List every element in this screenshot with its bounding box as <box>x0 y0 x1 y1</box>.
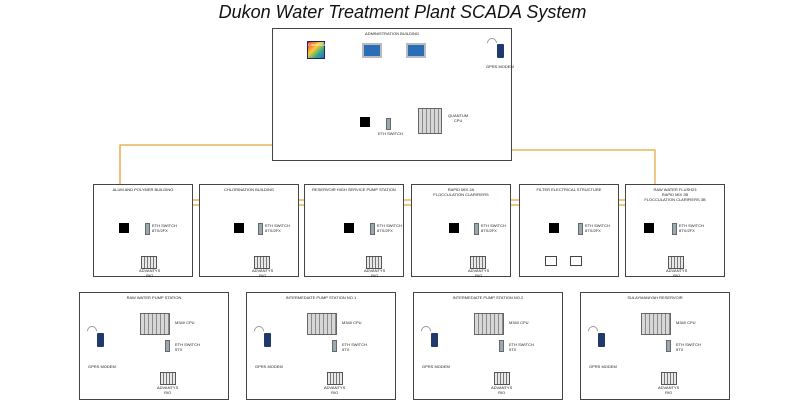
switch-label: ETH SWITCH 8TX/2FX <box>377 223 402 233</box>
fiber-media-converter <box>344 223 354 233</box>
admin-modem-label: GPRS MODEM <box>486 64 514 69</box>
quantum-cpu-rack <box>418 108 442 134</box>
field-instrument-icon <box>545 256 557 266</box>
eth-switch-icon <box>578 223 583 235</box>
admin-building-label: ADMINISTRATION BUILDING <box>365 31 419 36</box>
station-box-intermediate-1: INTERMEDIATE PUMP STATION NO.1 <box>246 292 396 400</box>
fiber-media-converter <box>360 117 370 127</box>
advantys-rio-icon <box>668 256 684 269</box>
diagram-title: Dukon Water Treatment Plant SCADA System <box>218 2 587 22</box>
m340-cpu-rack <box>474 313 504 335</box>
switch-label: ETH SWITCH 5TX <box>175 342 200 352</box>
station-label: RAPID MIX 2A FLOCCULATION CLARIFIERS <box>433 187 489 197</box>
rio-label: ADVANTYS RIO <box>139 268 161 278</box>
eth-switch-icon <box>165 340 170 352</box>
advantys-rio-icon <box>141 256 157 269</box>
advantys-rio-icon <box>470 256 486 269</box>
fiber-media-converter <box>234 223 244 233</box>
modem-label: GPRS MODEM <box>589 364 617 369</box>
m340-cpu-rack <box>641 313 671 335</box>
gprs-modem-icon <box>497 44 504 58</box>
station-box-chlorination: CHLORINATION BUILDING <box>199 184 299 277</box>
rio-label: ADVANTYS RIO <box>252 268 274 278</box>
switch-label: ETH SWITCH 5TX <box>509 342 534 352</box>
station-box-filter-electrical: FILTER ELECTRICAL STRUCTURE <box>519 184 619 277</box>
fiber-media-converter <box>549 223 559 233</box>
switch-label: ETH SWITCH 5TX <box>342 342 367 352</box>
rio-label: ADVANTYS RIO <box>468 268 490 278</box>
gprs-modem-icon <box>264 333 271 347</box>
station-box-raw-water-pump: RAW WATER PUMP STATION <box>79 292 229 400</box>
eth-switch-icon <box>666 340 671 352</box>
station-box-rapid-mix-2a: RAPID MIX 2A FLOCCULATION CLARIFIERS <box>411 184 511 277</box>
station-box-reservoir-hsps: RESERVOIR HIGH SERVICE PUMP STATION <box>304 184 404 277</box>
fiber-media-converter <box>644 223 654 233</box>
m340-cpu-rack <box>140 313 170 335</box>
citect-scada-icon[interactable]: CitectSCADA <box>307 41 332 59</box>
advantys-rio-icon <box>366 256 382 269</box>
citect-icon-text: CitectSCADA <box>308 42 333 47</box>
eth-switch-icon <box>386 118 391 130</box>
advantys-rio-icon <box>160 372 176 385</box>
station-label: RESERVOIR HIGH SERVICE PUMP STATION <box>312 187 396 192</box>
advantys-rio-icon <box>494 372 510 385</box>
eth-switch-icon <box>145 223 150 235</box>
modem-label: GPRS MODEM <box>422 364 450 369</box>
workstation-monitor-icon[interactable] <box>362 43 382 58</box>
eth-switch-icon <box>258 223 263 235</box>
switch-label: ETH SWITCH 8TX/2FX <box>152 223 177 233</box>
quantum-cpu-label: QUANTUM CPU <box>448 113 469 123</box>
switch-label: ETH SWITCH 8TX/2FX <box>481 223 506 233</box>
switch-label: ETH SWITCH 8TX/2FX <box>585 223 610 233</box>
workstation-monitor-icon[interactable] <box>406 43 426 58</box>
cpu-label: M340 CPU <box>342 320 362 325</box>
eth-switch-icon <box>474 223 479 235</box>
rio-label: ADVANTYS RIO <box>324 385 346 395</box>
station-label: SULAYMANIYAH RESERVOIR <box>627 295 683 300</box>
station-label: INTERMEDIATE PUMP STATION NO.2 <box>452 295 524 300</box>
station-box-intermediate-2: INTERMEDIATE PUMP STATION NO.2 <box>413 292 563 400</box>
advantys-rio-icon <box>327 372 343 385</box>
switch-label: ETH SWITCH 5TX <box>676 342 701 352</box>
admin-switch-label: ETH SWITCH <box>378 131 403 136</box>
eth-switch-icon <box>332 340 337 352</box>
gprs-modem-icon <box>97 333 104 347</box>
advantys-rio-icon <box>661 372 677 385</box>
station-label: ALUM AND POLYMER BUILDING <box>112 187 174 192</box>
gprs-modem-icon <box>431 333 438 347</box>
m340-cpu-rack <box>307 313 337 335</box>
station-box-sulaymaniyah: SULAYMANIYAH RESERVOIR <box>580 292 730 400</box>
gprs-modem-icon <box>598 333 605 347</box>
rio-label: ADVANTYS RIO <box>364 268 386 278</box>
advantys-rio-icon <box>254 256 270 269</box>
station-label: CHLORINATION BUILDING <box>224 187 274 192</box>
field-instrument-icon <box>570 256 582 266</box>
eth-switch-icon <box>672 223 677 235</box>
fiber-media-converter <box>449 223 459 233</box>
switch-label: ETH SWITCH 8TX/2FX <box>265 223 290 233</box>
fiber-media-converter <box>119 223 129 233</box>
station-label: RAW WATER FLUSH23 RAPID MIX 2B FLOCCULAT… <box>644 187 706 202</box>
modem-label: GPRS MODEM <box>88 364 116 369</box>
switch-label: ETH SWITCH 8TX/2FX <box>679 223 704 233</box>
eth-switch-icon <box>370 223 375 235</box>
rio-label: ADVANTYS RIO <box>491 385 513 395</box>
station-label: FILTER ELECTRICAL STRUCTURE <box>536 187 602 192</box>
station-label: INTERMEDIATE PUMP STATION NO.1 <box>285 295 357 300</box>
rio-label: ADVANTYS RIO <box>157 385 179 395</box>
cpu-label: M340 CPU <box>676 320 696 325</box>
cpu-label: M340 CPU <box>509 320 529 325</box>
eth-switch-icon <box>499 340 504 352</box>
cpu-label: M340 CPU <box>175 320 195 325</box>
station-label: RAW WATER PUMP STATION <box>126 295 182 300</box>
modem-label: GPRS MODEM <box>255 364 283 369</box>
rio-label: ADVANTYS RIO <box>658 385 680 395</box>
rio-label: ADVANTYS RIO <box>666 268 688 278</box>
